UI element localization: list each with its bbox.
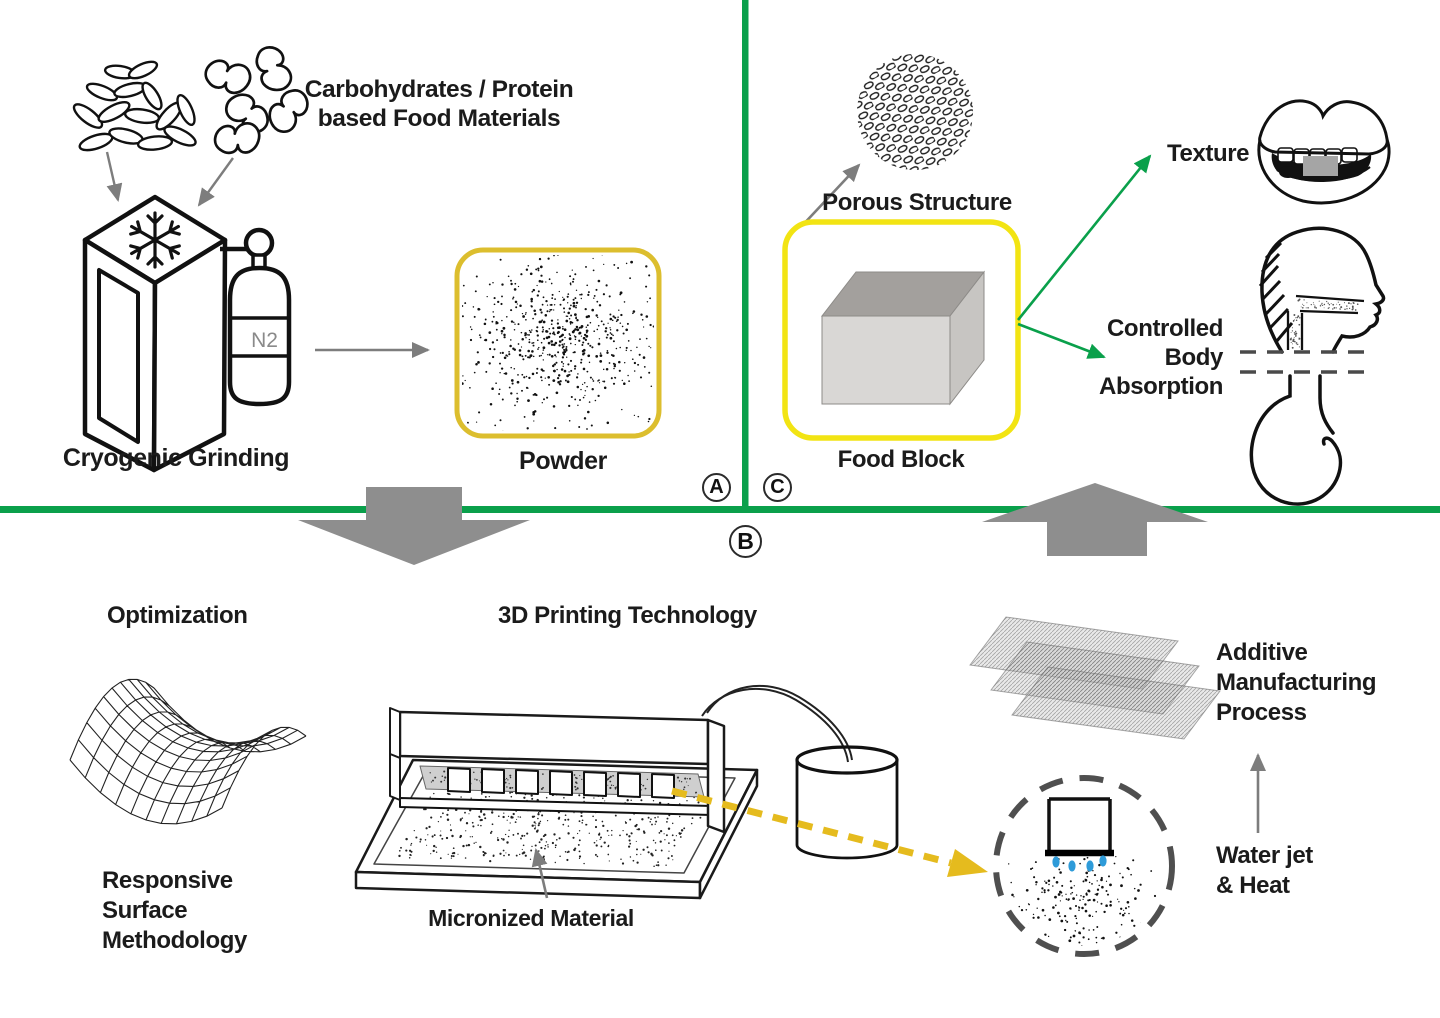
droplet-zone-icon <box>993 775 1175 957</box>
marker-b: B <box>729 525 762 558</box>
materials-caption-line1: Carbohydrates / Protein <box>304 76 574 103</box>
materials-caption: Carbohydrates / Protein based Food Mater… <box>300 76 578 134</box>
freezer-icon <box>82 194 228 473</box>
cryogenic-grinding-label: Cryogenic Grinding <box>62 444 290 472</box>
waterjet-line2: & Heat <box>1216 872 1290 899</box>
head-profile-icon <box>1240 226 1386 506</box>
marker-c: C <box>763 473 792 502</box>
water-droplets <box>1052 855 1107 872</box>
texture-label: Texture <box>1167 140 1250 167</box>
rsm-line1: Responsive <box>102 867 233 894</box>
micronized-callout-arrow <box>531 848 549 899</box>
waterjet-line1: Water jet <box>1216 842 1313 869</box>
additive-process-label: Additive Manufacturing Process <box>1216 638 1377 728</box>
food-block-icon <box>820 270 986 406</box>
water-jet-heat-label: Water jet & Heat <box>1216 841 1313 901</box>
additive-line2: Manufacturing <box>1216 669 1377 696</box>
outcome-arrows <box>1016 154 1152 359</box>
marker-a: A <box>702 473 731 502</box>
porous-structure-icon <box>857 54 973 170</box>
down-arrow <box>298 487 530 565</box>
esophagus-dots <box>1289 314 1301 349</box>
powder-label: Powder <box>519 447 607 475</box>
n2-tank-label: N2 <box>251 329 278 352</box>
absorption-line1: Controlled <box>1107 315 1223 342</box>
beans-icon <box>204 46 309 155</box>
responsive-surface-label: Responsive Surface Methodology <box>102 866 247 956</box>
micronized-material-label: Micronized Material <box>428 905 634 931</box>
rice-icon <box>72 60 197 152</box>
up-arrow <box>982 483 1208 556</box>
rsm-line3: Methodology <box>102 927 247 954</box>
porous-callout-arrow <box>798 163 861 230</box>
absorption-line3: Absorption <box>1099 373 1223 400</box>
printing-technology-title: 3D Printing Technology <box>498 602 757 629</box>
porous-structure-label: Porous Structure <box>822 189 1012 216</box>
additive-line1: Additive <box>1216 639 1308 666</box>
powder-box <box>454 247 662 439</box>
n2-tank-icon: N2 <box>220 227 292 407</box>
container-cylinder-icon <box>701 684 899 860</box>
food-bite-icon <box>1303 156 1338 176</box>
additive-line3: Process <box>1216 699 1307 726</box>
controlled-absorption-label: Controlled Body Absorption <box>1082 314 1223 401</box>
divider-lines <box>0 0 1440 513</box>
rsm-line2: Surface <box>102 897 188 924</box>
optimization-label: Optimization <box>107 602 248 629</box>
material-feed-arrows <box>105 151 234 207</box>
food-block-box <box>782 219 1021 441</box>
layer-stack-icon <box>969 616 1221 740</box>
mouth-icon <box>1257 99 1391 205</box>
absorption-line2: Body <box>1164 344 1224 371</box>
transfer-dashed-arrow <box>671 787 988 877</box>
materials-caption-line2: based Food Materials <box>317 104 561 132</box>
throat-dots <box>1297 298 1359 311</box>
powder-dots <box>462 255 654 431</box>
food-block-label: Food Block <box>837 446 965 473</box>
snowflake-icon <box>129 211 181 269</box>
saddle-mesh-icon <box>69 678 307 825</box>
printer-icon <box>354 707 759 900</box>
